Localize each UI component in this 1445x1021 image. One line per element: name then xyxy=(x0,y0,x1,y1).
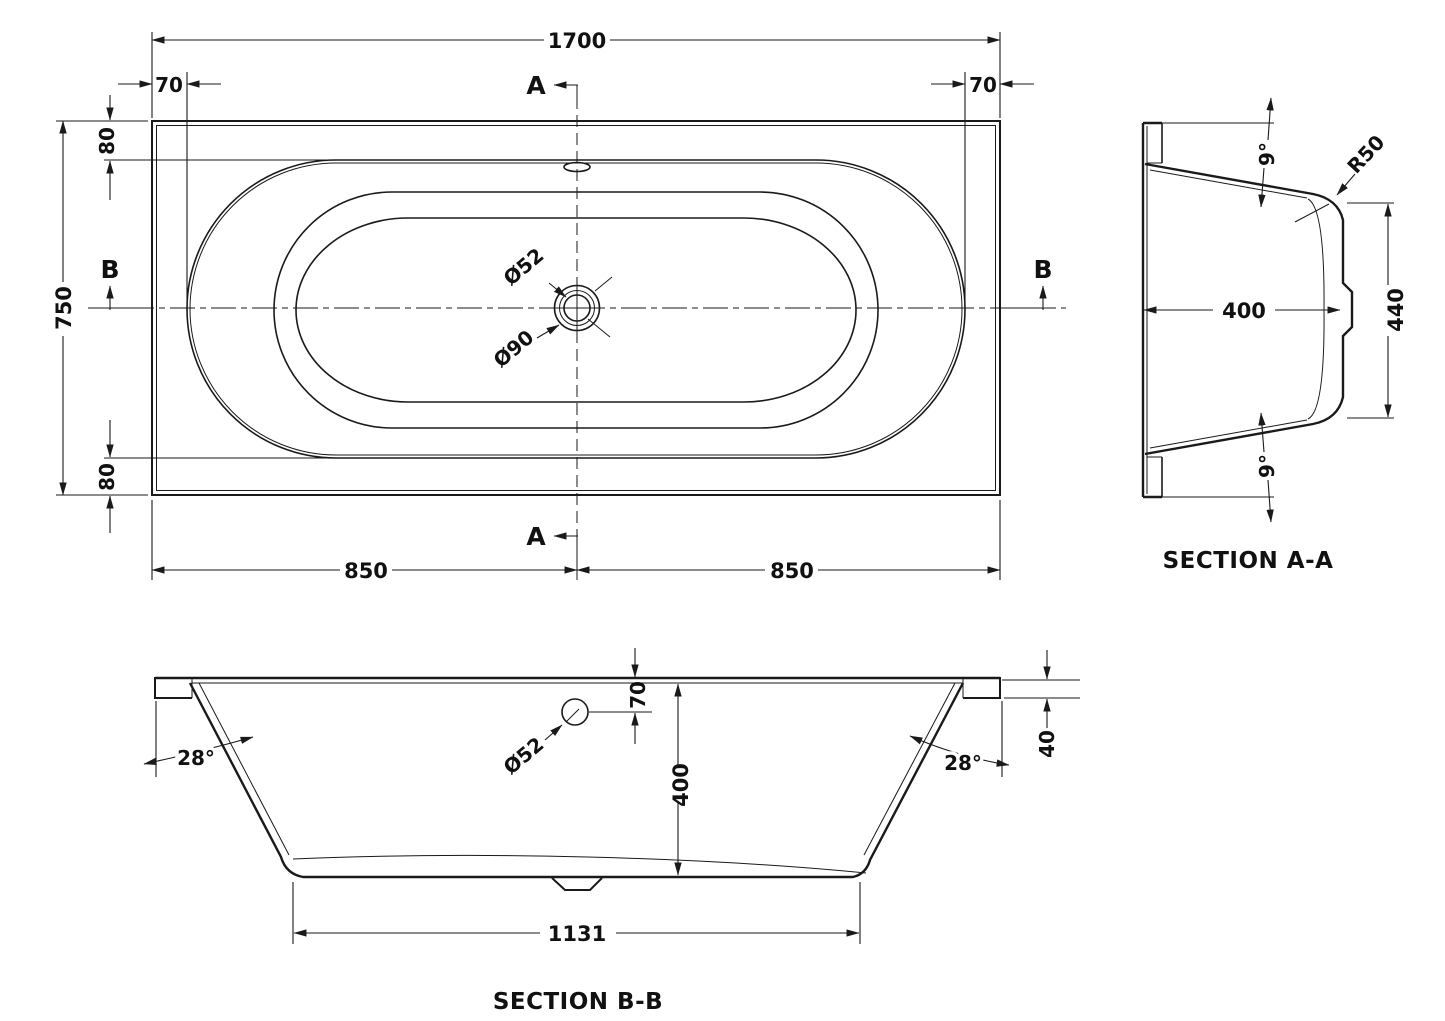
section-a-marker-top: A xyxy=(526,71,578,100)
aa-profile-inner-bottom xyxy=(1149,419,1308,449)
bb-dim-rim-height: 40 xyxy=(1002,650,1080,758)
overall-length-label: 1700 xyxy=(548,29,606,53)
edge-offset-bottom-label: 80 xyxy=(95,463,119,491)
aa-corner-radius-label: R50 xyxy=(1342,130,1389,178)
bb-dim-base-length: 1131 xyxy=(292,882,861,946)
bb-left-angle-label: 28° xyxy=(177,746,215,770)
bb-base-length-label: 1131 xyxy=(548,922,606,946)
section-a-top-label: A xyxy=(526,71,546,100)
basin-top-edge-inner-line xyxy=(189,162,963,456)
dim-overall-length: 1700 xyxy=(151,29,1001,118)
section-aa-title: SECTION A-A xyxy=(1163,548,1334,574)
section-a-marker-bottom: A xyxy=(526,522,578,551)
dim-edge-offset-top: 80 xyxy=(95,95,338,200)
corner-offset-left-label: 70 xyxy=(155,73,183,97)
aa-dim-base-width: 400 xyxy=(1143,299,1341,323)
dim-corner-offset-right: 70 xyxy=(931,72,1034,300)
bb-dim-right-angle: 28° xyxy=(909,701,1010,779)
section-b-marker-right: B xyxy=(1000,255,1053,310)
bb-right-angle-label: 28° xyxy=(944,751,982,775)
center-right-label: 850 xyxy=(770,559,814,583)
bb-floor-inner xyxy=(292,854,867,874)
dim-center-right: 850 xyxy=(576,500,1001,583)
section-bb-title: SECTION B-B xyxy=(493,989,663,1015)
dim-corner-offset-left: 70 xyxy=(118,72,221,300)
bb-overflow-tick xyxy=(565,708,580,723)
aa-bottom-angle-label: 9° xyxy=(1255,454,1279,478)
bb-drain-recess xyxy=(551,877,603,891)
bb-right-lip xyxy=(963,677,1001,699)
bb-right-wall-inner xyxy=(863,682,956,856)
waste-diameter-leader xyxy=(548,282,567,298)
bb-dim-depth: 400 xyxy=(669,683,693,876)
aa-rim-width-label: 440 xyxy=(1384,288,1408,332)
bb-left-wall-inner xyxy=(198,682,290,856)
aa-dim-rim-width: 440 xyxy=(1347,202,1408,419)
bb-dim-overflow-diameter: Ø52 xyxy=(499,724,563,779)
section-b-right-label: B xyxy=(1033,255,1052,284)
bb-dim-left-angle: 28° xyxy=(143,701,254,777)
basin-mid-contour xyxy=(273,191,879,429)
bb-rim-height-label: 40 xyxy=(1035,730,1059,758)
aa-dim-bottom-angle: 9° xyxy=(1162,412,1279,523)
bb-depth-label: 400 xyxy=(669,763,693,807)
aa-top-angle-label: 9° xyxy=(1255,142,1279,166)
dim-edge-offset-bottom: 80 xyxy=(95,420,338,533)
waste-diameter-label: Ø52 xyxy=(499,243,549,290)
aa-dim-corner-radius: R50 xyxy=(1294,130,1389,223)
corner-offset-right-label: 70 xyxy=(969,73,997,97)
bb-profile xyxy=(188,682,965,879)
section-aa-view: 9° 9° R50 400 440 SECTION A-A xyxy=(1141,97,1408,574)
aa-inner-wall xyxy=(1307,198,1325,420)
bb-dim-overflow-offset: 70 xyxy=(589,648,652,744)
top-view: Ø52 Ø90 1700 70 70 A xyxy=(52,29,1066,583)
bb-left-lip xyxy=(154,677,192,699)
bb-overflow-diameter-label: Ø52 xyxy=(499,732,549,779)
basin-floor-edge xyxy=(295,217,857,403)
bb-overflow-hole xyxy=(561,698,589,726)
aa-profile-inner-top xyxy=(1149,169,1308,199)
edge-offset-top-label: 80 xyxy=(95,127,119,155)
aa-base-width-label: 400 xyxy=(1222,299,1266,323)
section-b-marker-left: B xyxy=(100,255,152,310)
section-a-bottom-label: A xyxy=(526,522,546,551)
waste-drain xyxy=(536,276,613,339)
flange-diameter-leader xyxy=(536,324,560,339)
center-left-label: 850 xyxy=(344,559,388,583)
dim-center-left: 850 xyxy=(151,500,578,583)
overall-width-label: 750 xyxy=(52,286,76,330)
aa-profile xyxy=(1144,162,1354,456)
basin-top-edge xyxy=(186,159,966,459)
bb-overflow-offset-label: 70 xyxy=(626,681,650,709)
flange-diameter-label: Ø90 xyxy=(489,325,539,372)
aa-dim-top-angle: 9° xyxy=(1162,97,1279,208)
dim-overall-width: 750 xyxy=(52,120,148,496)
section-bb-view: Ø52 70 400 28° 28° xyxy=(143,648,1080,1015)
section-b-left-label: B xyxy=(100,255,119,284)
